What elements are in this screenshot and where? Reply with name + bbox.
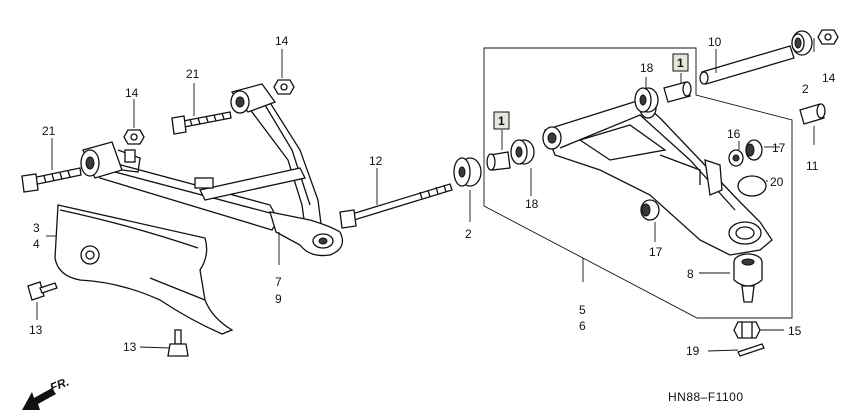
callout-17a: 17	[772, 141, 786, 155]
bushing-11	[799, 103, 826, 125]
callout-21b: 21	[42, 124, 56, 138]
bushing-1-top	[663, 81, 692, 103]
front-direction-arrow: FR.	[22, 375, 71, 410]
callout-10: 10	[708, 35, 722, 49]
callout-19: 19	[686, 344, 700, 358]
upper-arm-assembly	[54, 83, 344, 335]
figure-code: HN88–F1100	[668, 390, 744, 404]
callout-16: 16	[727, 127, 741, 141]
bolt-21-upper	[171, 111, 232, 135]
callout-14a: 14	[275, 34, 289, 48]
callout-2b: 2	[802, 82, 809, 96]
callout-18a: 18	[640, 61, 654, 75]
callout-8: 8	[687, 267, 694, 281]
nut-14-top	[273, 79, 295, 95]
callout-18b: 18	[525, 197, 539, 211]
lower-arm-frame-box	[483, 47, 793, 319]
callout-11: 11	[806, 159, 819, 173]
callout-1b: 1	[677, 56, 684, 70]
callout-15: 15	[788, 324, 802, 338]
callout-9: 9	[275, 292, 282, 306]
nut-14-right	[817, 29, 839, 45]
bushing-1-left	[486, 151, 511, 171]
callout-labels: 1 1 2 2 3 4 5 6 7 8 9 10 11 12 13 13 14 …	[29, 34, 836, 358]
guard-hole	[80, 245, 100, 265]
seal-17-right	[745, 139, 763, 161]
bolt-13-left	[27, 281, 58, 301]
callout-box-1a	[493, 111, 510, 130]
bolt-21-lower	[21, 167, 82, 193]
callout-20: 20	[770, 175, 784, 189]
shaft-10	[699, 45, 795, 85]
callout-21a: 21	[186, 67, 200, 81]
arm-guard-plate	[54, 204, 234, 335]
leader-lines	[36, 38, 815, 352]
front-arrow-label: FR.	[48, 375, 71, 395]
callout-5: 5	[579, 303, 586, 317]
callout-6: 6	[579, 319, 586, 333]
castle-nut-15	[733, 321, 761, 339]
ball-joint-8	[733, 253, 763, 303]
callout-17b: 17	[649, 245, 663, 259]
callout-2a: 2	[465, 227, 472, 241]
callout-14c: 14	[822, 71, 836, 85]
callout-12: 12	[369, 154, 383, 168]
collar-2-middle	[453, 157, 482, 187]
seal-18-left	[510, 139, 535, 165]
bolt-12	[339, 183, 453, 229]
callout-7: 7	[275, 275, 282, 289]
lower-arm	[542, 97, 773, 256]
collar-2-right	[791, 30, 813, 56]
seal-17-bottom	[640, 199, 660, 221]
cotter-pin-19	[737, 343, 765, 357]
callout-3: 3	[33, 221, 40, 235]
callout-box-1b	[672, 53, 689, 72]
nut-14-left	[123, 129, 145, 145]
callout-1a: 1	[498, 114, 505, 128]
callout-4: 4	[33, 237, 40, 251]
front-arrow-icon	[22, 388, 56, 410]
callout-14b: 14	[125, 86, 139, 100]
snap-ring-20	[737, 175, 767, 197]
bolt-13-bottom	[167, 329, 189, 357]
callout-13a: 13	[29, 323, 43, 337]
callout-13b: 13	[123, 340, 137, 354]
bushing-16	[728, 149, 744, 167]
seal-18-top	[634, 87, 659, 113]
